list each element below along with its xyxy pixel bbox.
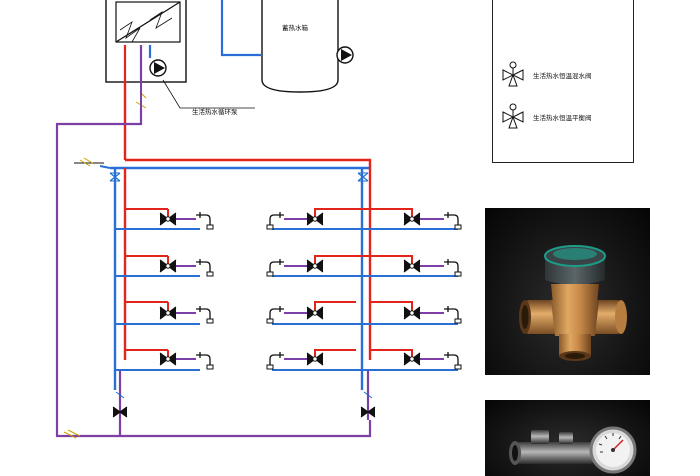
- legend-box: 生活热水恒温混水阀 生活热水恒温平衡阀: [492, 0, 634, 163]
- right-return-valve-icon: [360, 406, 376, 418]
- storage-tank: [261, 0, 339, 93]
- hot-header: [125, 158, 372, 165]
- legend-item-balance-valve: 生活热水恒温平衡阀: [499, 103, 631, 129]
- balance-valve-photo: [485, 400, 650, 476]
- circulation-pump-icon: [149, 59, 167, 77]
- mixing-valve-icon: [502, 61, 524, 87]
- legend-label-mixing-valve: 生活热水恒温混水阀: [533, 72, 592, 80]
- loop-pump-label: 生活热水循环泵: [192, 107, 238, 116]
- thermostatic-mixing-valve-icon: [519, 245, 627, 361]
- left-branches: [115, 208, 214, 371]
- balancing-valve-with-gauge-icon: [509, 426, 637, 474]
- middle-branches: [266, 208, 370, 371]
- balance-valve-icon: [502, 103, 524, 129]
- return-main: [55, 108, 372, 438]
- tank-label: 蓄热水箱: [282, 23, 309, 32]
- heat-exchanger-unit: [105, 0, 187, 83]
- right-branches: [362, 208, 462, 371]
- mixing-valve-photo: [485, 208, 650, 375]
- legend-item-mixing-valve: 生活热水恒温混水阀: [499, 61, 631, 87]
- legend-label-balance-valve: 生活热水恒温平衡阀: [533, 114, 592, 122]
- left-return-valve-icon: [112, 406, 128, 418]
- tank-cold-pipe: [220, 0, 262, 57]
- tank-pump-icon: [336, 46, 354, 64]
